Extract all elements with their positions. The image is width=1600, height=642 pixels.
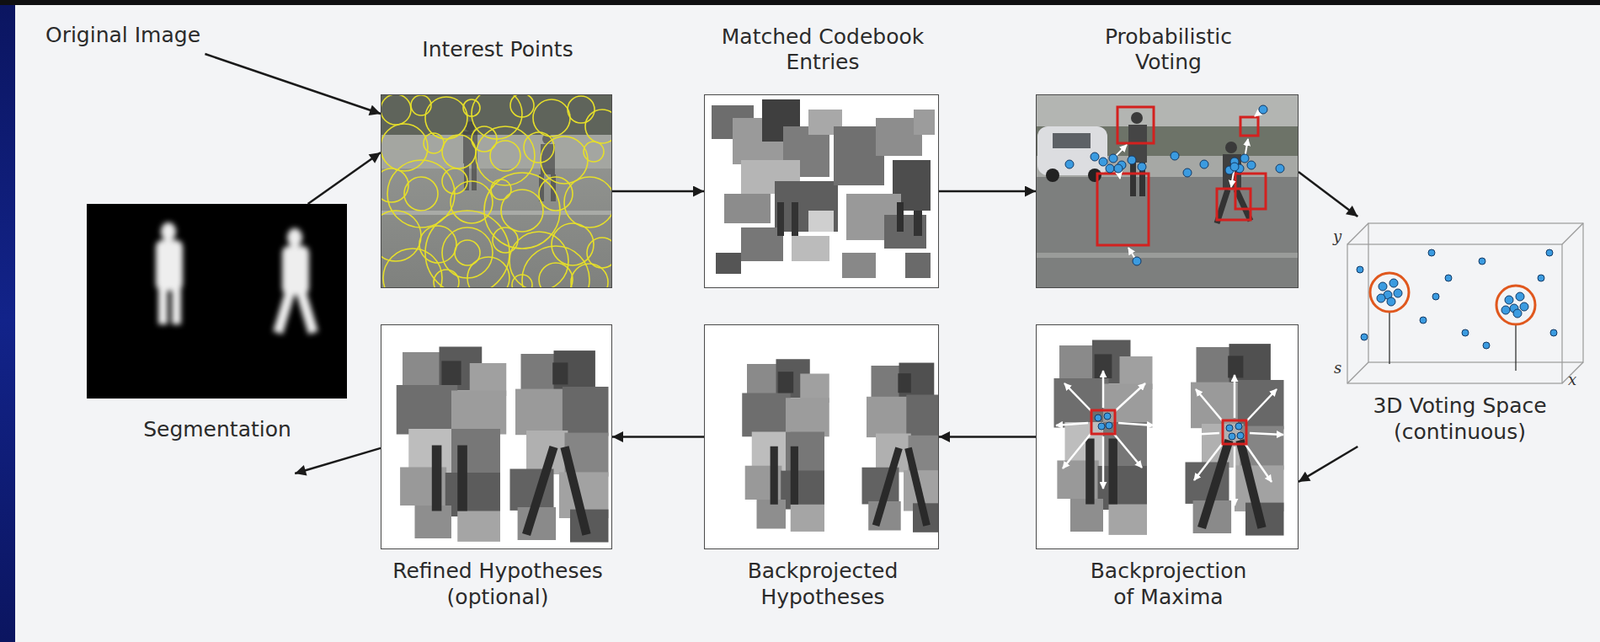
panel-caption: Segmentation (143, 416, 292, 443)
refined-image (380, 324, 613, 550)
top-band (0, 0, 1600, 6)
voting-scene (1035, 94, 1299, 288)
voting-space-cube (1347, 223, 1584, 384)
panel-caption: Probabilistic Voting (1082, 24, 1255, 76)
panel-caption: Matched Codebook Entries (712, 24, 934, 76)
image-panel: Refined Hypotheses (optional) (380, 324, 613, 550)
flow-arrow (204, 53, 381, 114)
backprojection-image (1035, 324, 1299, 550)
caption-block: 3D Voting Space (continuous) (1356, 393, 1563, 453)
flow-arrow (938, 435, 1036, 438)
image-panel: Interest Points (380, 94, 613, 288)
caption-block: Segmentation (107, 414, 327, 445)
segmentation-panel: Segmentation (86, 203, 347, 474)
panel-caption: Original Image (45, 22, 201, 49)
panel-caption: Refined Hypotheses (optional) (371, 558, 624, 610)
axis-label: s (1333, 360, 1342, 376)
flow-arrow (308, 152, 381, 204)
caption-block: Backprojected Hypotheses (704, 558, 941, 618)
codebook-patches (704, 94, 939, 288)
caption-block: Refined Hypotheses (optional) (371, 558, 624, 618)
caption-block: Interest Points (371, 19, 624, 80)
caption-block: Original Image (25, 16, 221, 54)
panel-caption: Backprojected Hypotheses (704, 558, 941, 610)
source-label: Original Image (25, 16, 221, 54)
voting-space: 3D Voting Space (continuous) (1332, 216, 1588, 447)
flow-arrow (1298, 446, 1358, 482)
axis-label: y (1333, 229, 1342, 245)
segmentation-mask (86, 203, 347, 399)
side-band (0, 0, 16, 642)
flow-arrow (612, 190, 704, 193)
interest-points-image (380, 94, 613, 288)
image-panel: Probabilistic Voting (1035, 94, 1299, 288)
image-panel: Backprojection of Maxima (1035, 324, 1299, 550)
hypotheses-image (704, 324, 939, 550)
caption-block: Probabilistic Voting (1082, 19, 1255, 80)
flow-arrow (1298, 171, 1358, 217)
image-panel: Matched Codebook Entries (704, 94, 939, 288)
panel-caption: Backprojection of Maxima (1082, 558, 1255, 610)
flow-arrow (294, 448, 381, 474)
caption-block: Backprojection of Maxima (1082, 558, 1255, 618)
image-panel: Backprojected Hypotheses (704, 324, 939, 550)
panel-caption: 3D Voting Space (continuous) (1356, 393, 1563, 445)
caption-block: Matched Codebook Entries (712, 19, 934, 80)
flow-arrow (938, 190, 1036, 193)
flow-arrow (612, 435, 704, 438)
panel-caption: Interest Points (421, 37, 573, 64)
axis-label: x (1568, 372, 1577, 388)
